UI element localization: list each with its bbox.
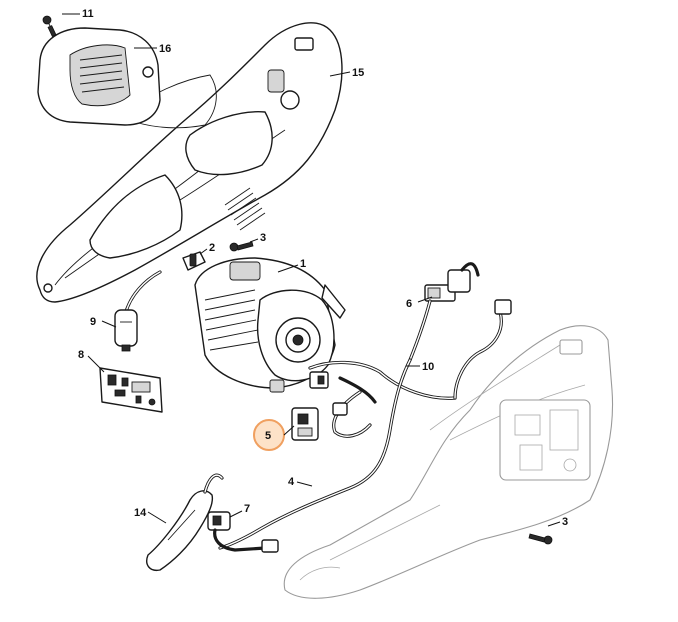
callout-3-lower[interactable]: 3 — [562, 516, 568, 528]
callout-7[interactable]: 7 — [244, 503, 250, 515]
motor-1 — [194, 257, 346, 393]
motor-windings — [204, 289, 259, 351]
callout-4[interactable]: 4 — [288, 476, 295, 488]
callout-16[interactable]: 16 — [159, 43, 171, 55]
callout-1[interactable]: 1 — [300, 258, 306, 270]
callout-15[interactable]: 15 — [352, 67, 364, 79]
ghost-motor-housing — [283, 325, 614, 599]
callout-10[interactable]: 10 — [422, 361, 434, 373]
vent-slots — [224, 187, 266, 231]
screw-3-lower — [528, 533, 553, 545]
callout-8[interactable]: 8 — [78, 349, 84, 361]
callout-11[interactable]: 11 — [82, 8, 94, 20]
callout-6[interactable]: 6 — [406, 298, 412, 310]
switch-6 — [408, 262, 480, 362]
clip-2 — [182, 251, 206, 271]
cable-4 — [218, 358, 412, 550]
power-cord-14 — [146, 473, 224, 572]
callout-3-upper[interactable]: 3 — [260, 232, 266, 244]
housing-shell-15 — [36, 22, 343, 303]
screw-11 — [42, 15, 57, 37]
leader-lines — [62, 13, 561, 527]
switch-part-5 — [291, 407, 319, 441]
connector-7 — [207, 511, 279, 553]
cover-16 — [37, 27, 161, 126]
screw-3-upper — [229, 241, 254, 252]
callout-9[interactable]: 9 — [90, 316, 96, 328]
callout-5[interactable]: 5 — [265, 430, 271, 442]
circuit-board-8 — [99, 367, 163, 413]
callout-14[interactable]: 14 — [134, 507, 147, 519]
cable-lead-9 — [114, 270, 162, 352]
cable-harness-10 — [308, 299, 512, 438]
callout-2[interactable]: 2 — [209, 242, 215, 254]
callout-labels: 11 16 15 2 3 1 6 9 8 10 5 4 14 7 3 — [78, 8, 568, 528]
